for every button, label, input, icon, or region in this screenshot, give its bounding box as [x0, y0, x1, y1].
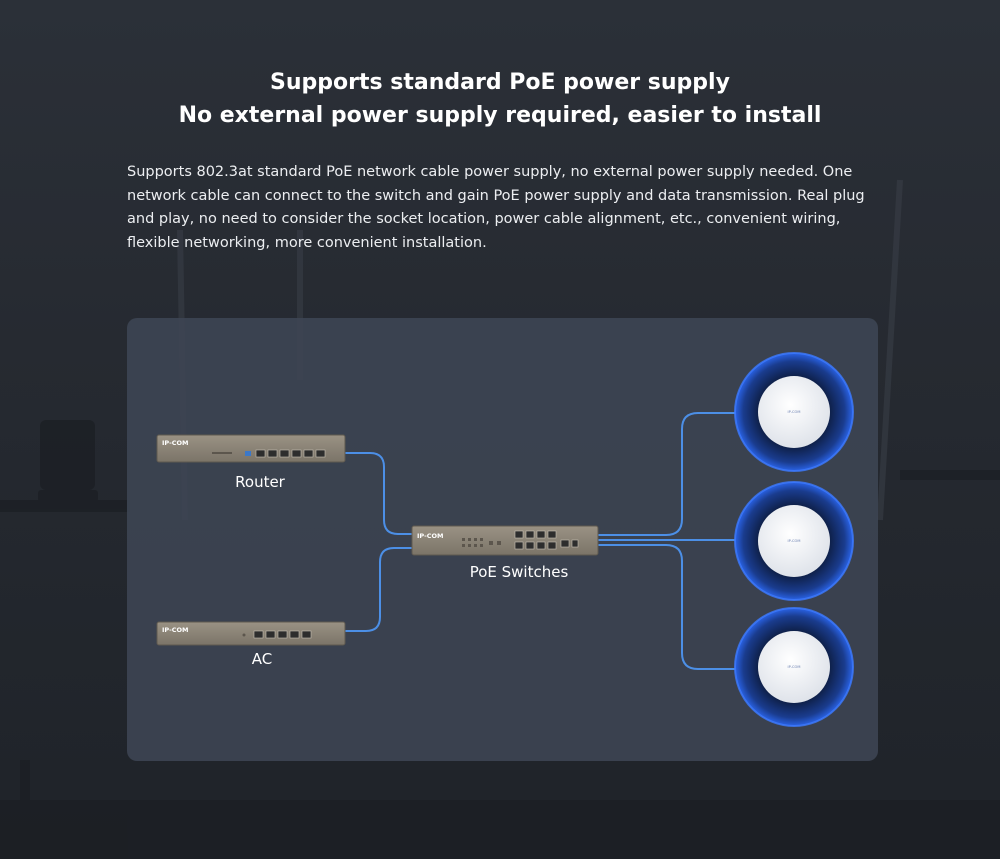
access-point-3: IP-COM [734, 607, 854, 727]
router-device: IP-COM [156, 434, 346, 463]
access-point-1: IP-COM [734, 352, 854, 472]
ac-device: IP-COM [156, 621, 346, 646]
ap-3-brand: IP-COM [788, 665, 801, 669]
router-label: Router [235, 473, 286, 491]
ac-label: AC [252, 650, 272, 668]
heading-line-1: Supports standard PoE power supply [270, 70, 730, 95]
cable-router-switch [345, 452, 412, 535]
network-cables [345, 412, 738, 670]
ap-2-brand: IP-COM [788, 539, 801, 543]
access-point-2: IP-COM [734, 481, 854, 601]
description-paragraph: Supports 802.3at standard PoE network ca… [127, 164, 865, 251]
page-heading: Supports standard PoE power supply No ex… [0, 66, 1000, 132]
cable-switch-ap-1 [598, 412, 738, 536]
switch-label: PoE Switches [470, 563, 569, 581]
router-brand: IP-COM [162, 439, 189, 447]
cable-ac-switch [345, 547, 412, 632]
ac-brand: IP-COM [162, 626, 189, 634]
ap-1-brand: IP-COM [788, 410, 801, 414]
switch-brand: IP-COM [417, 532, 444, 540]
heading-line-2: No external power supply required, easie… [178, 103, 822, 128]
poe-switch-device: IP-COM [411, 525, 599, 556]
cable-switch-ap-3 [598, 544, 738, 670]
